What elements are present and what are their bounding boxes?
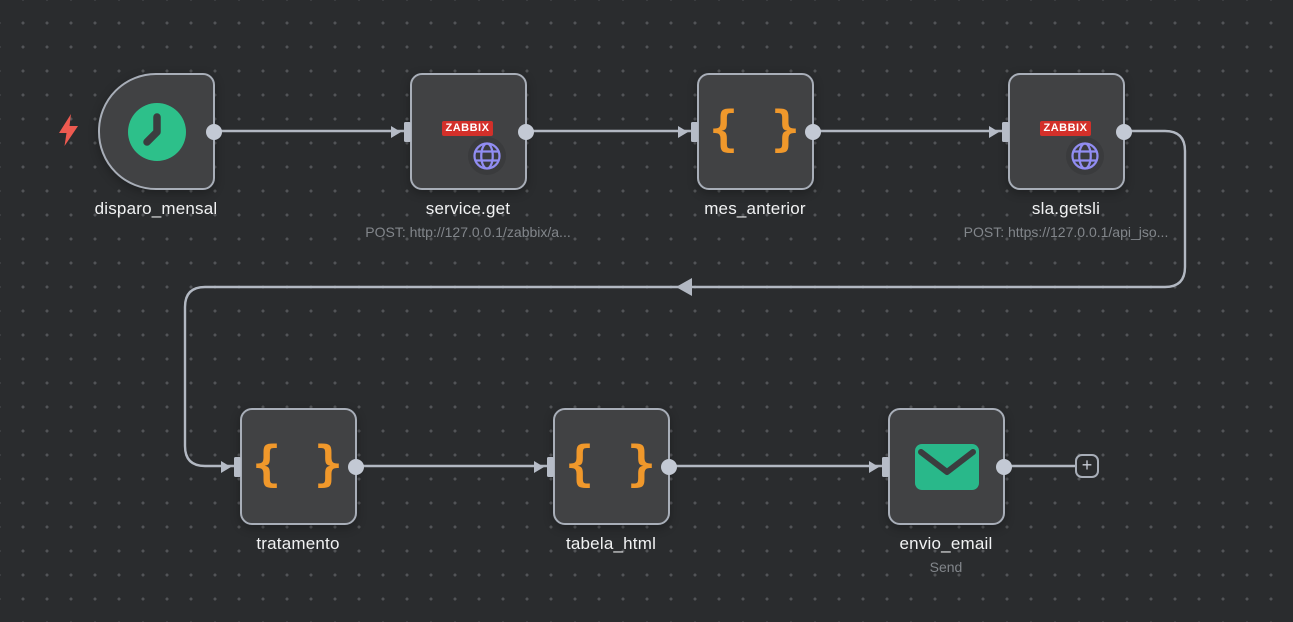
input-port[interactable] (869, 455, 891, 479)
node-label: service.get (425, 199, 511, 218)
input-port[interactable] (989, 120, 1011, 144)
output-port[interactable] (206, 123, 222, 140)
trigger-bolt-icon (59, 114, 78, 146)
input-port[interactable] (534, 455, 556, 479)
node-label: disparo_mensal (94, 199, 218, 218)
output-port[interactable] (996, 458, 1012, 475)
node-label: sla.getsli (1031, 199, 1101, 218)
output-port[interactable] (1116, 123, 1132, 140)
node-subtitle: Send (929, 559, 963, 575)
node-label: envio_email (899, 534, 993, 553)
add-node-button[interactable]: + (1075, 454, 1099, 478)
output-port[interactable] (661, 458, 677, 475)
code-braces-icon: { } (252, 435, 345, 492)
node-mes-anterior[interactable]: { } mes_anterior (678, 73, 821, 218)
clock-icon (100, 75, 213, 188)
input-port[interactable] (391, 120, 413, 144)
node-disparo-mensal[interactable]: disparo_mensal (95, 73, 222, 218)
node-body[interactable]: ZABBIX (391, 73, 534, 190)
node-label: tabela_html (565, 534, 657, 553)
output-port[interactable] (805, 123, 821, 140)
input-port[interactable] (221, 455, 243, 479)
globe-icon (468, 137, 506, 175)
node-label: mes_anterior (704, 199, 806, 218)
node-subtitle: POST: http://127.0.0.1/zabbix/a... (365, 224, 571, 240)
output-port[interactable] (518, 123, 534, 140)
node-tabela-html[interactable]: { } tabela_html (534, 408, 677, 553)
input-port[interactable] (678, 120, 700, 144)
node-label: tratamento (256, 534, 340, 553)
node-sla-getsli[interactable]: ZABBIX sla.getsli POST: https://127.0.0.… (964, 73, 1168, 240)
node-body[interactable]: { } (534, 408, 677, 525)
zabbix-badge: ZABBIX (441, 121, 494, 136)
code-braces-icon: { } (565, 435, 658, 492)
node-tratamento[interactable]: { } tratamento (221, 408, 364, 553)
node-body[interactable]: { } (221, 408, 364, 525)
envelope-icon (890, 410, 1003, 523)
output-port[interactable] (348, 458, 364, 475)
code-braces-icon: { } (709, 100, 802, 157)
node-body[interactable] (98, 73, 222, 190)
node-body[interactable]: { } (678, 73, 821, 190)
connection-arrow-icon (676, 278, 692, 296)
node-service-get[interactable]: ZABBIX service.get POST: http://127.0.0.… (365, 73, 571, 240)
globe-icon (1066, 137, 1104, 175)
zabbix-badge: ZABBIX (1039, 121, 1092, 136)
node-body[interactable]: ZABBIX (989, 73, 1132, 190)
node-subtitle: POST: https://127.0.0.1/api_jso... (963, 224, 1169, 240)
node-body[interactable] (869, 408, 1012, 525)
node-envio-email[interactable]: envio_email Send (869, 408, 1012, 575)
